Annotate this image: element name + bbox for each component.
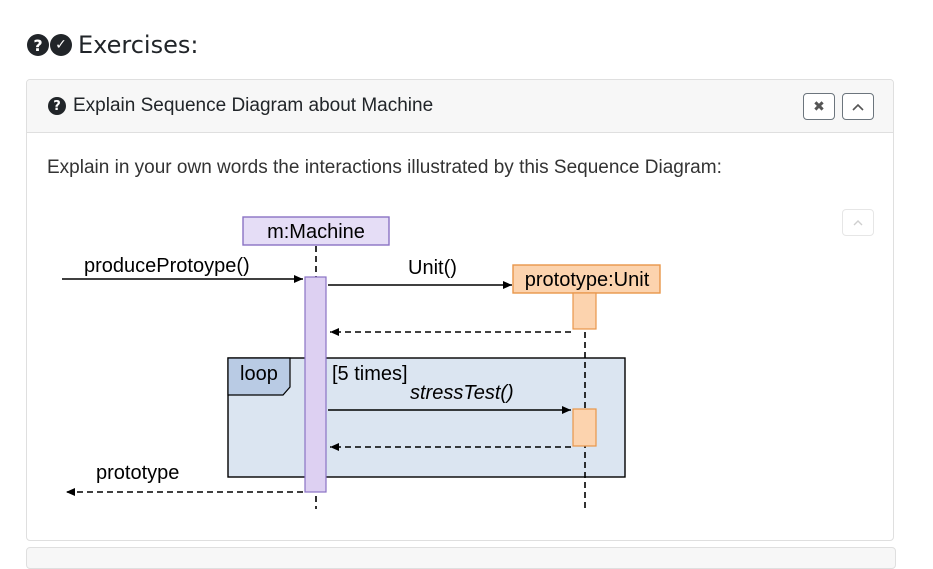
unit-activation-bar xyxy=(572,408,597,447)
unit-activation-bar xyxy=(572,292,597,330)
collapse-button[interactable] xyxy=(842,93,874,120)
loop-tag xyxy=(227,357,291,396)
produce-prototype-label: produceProtoype() xyxy=(84,255,250,277)
chevron-up-icon xyxy=(853,220,863,226)
check-circle-icon: ✓ xyxy=(50,34,72,56)
prototype-return-label: prototype xyxy=(96,462,179,484)
page-title: Exercises: xyxy=(78,31,199,59)
exercises-heading: ? ✓ Exercises: xyxy=(27,30,198,60)
question-circle-icon: ? xyxy=(48,97,66,115)
unit-constructor-label: Unit() xyxy=(408,257,457,279)
unit-object-label: prototype:Unit xyxy=(525,269,650,291)
exercise-question: Explain in your own words the interactio… xyxy=(47,157,722,178)
close-icon: ✖ xyxy=(813,98,825,115)
sequence-diagram: loop [5 times] m:Machine prototype:Unit … xyxy=(62,216,661,509)
unit-object-box xyxy=(512,264,661,294)
diagram-collapse-button[interactable] xyxy=(842,209,874,236)
machine-object-box xyxy=(242,216,390,246)
machine-object-label: m:Machine xyxy=(267,221,365,243)
stress-test-label: stressTest() xyxy=(410,382,514,404)
exercise-title: Explain Sequence Diagram about Machine xyxy=(73,95,434,116)
close-button[interactable]: ✖ xyxy=(803,93,835,120)
loop-guard: [5 times] xyxy=(332,363,408,385)
loop-frame xyxy=(227,357,626,478)
loop-label: loop xyxy=(240,363,278,385)
question-circle-icon: ? xyxy=(27,34,49,56)
chevron-up-icon xyxy=(852,103,864,111)
machine-activation-bar xyxy=(304,276,327,493)
exercise-card-header[interactable]: ? Explain Sequence Diagram about Machine… xyxy=(27,80,893,133)
